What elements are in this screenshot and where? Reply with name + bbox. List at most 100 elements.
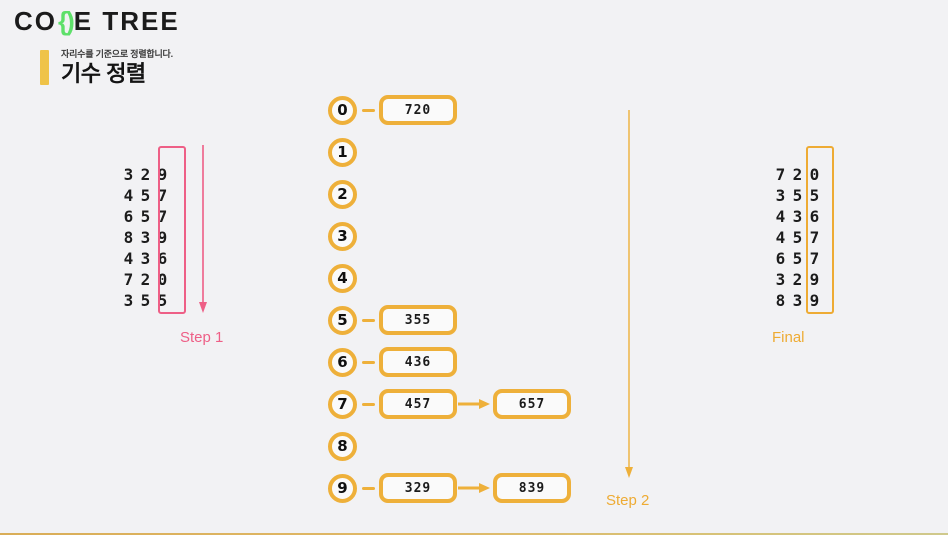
bucket-row-7[interactable]: 7 457 657 [328, 389, 571, 419]
digit: 3 [775, 270, 786, 289]
page-title: 기수 정렬 [61, 61, 146, 86]
step2-arrow [625, 110, 633, 478]
digit: 3 [123, 165, 134, 184]
digit-highlighted: 6 [157, 249, 168, 268]
digit: 4 [775, 228, 786, 247]
digit-highlighted: 0 [157, 270, 168, 289]
input-highlight-box [158, 146, 186, 314]
page-title-block: 자리수를 기준으로 정렬합니다. 기수 정렬 [40, 50, 173, 85]
bucket-chain-arrow-icon [457, 389, 493, 419]
digit: 7 [123, 270, 134, 289]
digit-highlighted: 9 [157, 165, 168, 184]
bucket-index-7[interactable]: 7 [328, 389, 357, 419]
digit-highlighted: 7 [157, 186, 168, 205]
digit-highlighted: 5 [157, 291, 168, 310]
digit: 3 [140, 228, 151, 247]
digit: 5 [792, 228, 803, 247]
page-subtitle: 자리수를 기준으로 정렬합니다. [61, 49, 173, 59]
brace-icon: {) [58, 6, 75, 36]
bucket-index-1[interactable]: 1 [328, 137, 357, 167]
bucket-row-6[interactable]: 6 436 [328, 347, 457, 377]
bucket-value-box[interactable]: 657 [493, 389, 571, 419]
bucket-index-3[interactable]: 3 [328, 221, 357, 251]
step1-arrow [199, 145, 207, 313]
bucket-row-8[interactable]: 8 [328, 431, 357, 461]
digit: 7 [775, 165, 786, 184]
digit: 5 [140, 291, 151, 310]
bucket-index-4[interactable]: 4 [328, 263, 357, 293]
bucket-row-5[interactable]: 5 355 [328, 305, 457, 335]
bucket-index-5[interactable]: 5 [328, 305, 357, 335]
digit-highlighted: 0 [809, 165, 820, 184]
bucket-value-box[interactable]: 355 [379, 305, 457, 335]
bucket-row-4[interactable]: 4 [328, 263, 357, 293]
bucket-index-2[interactable]: 2 [328, 179, 357, 209]
brand-logo: CO{)E TREE [14, 6, 180, 37]
digit: 6 [775, 249, 786, 268]
digit: 2 [140, 165, 151, 184]
digit-highlighted: 9 [809, 291, 820, 310]
bucket-connector-dash [362, 108, 375, 112]
digit: 4 [123, 186, 134, 205]
final-highlight-box [806, 146, 834, 314]
bucket-row-3[interactable]: 3 [328, 221, 357, 251]
bucket-connector-dash [362, 486, 375, 490]
digit: 5 [140, 207, 151, 226]
bucket-row-0[interactable]: 0 720 [328, 95, 457, 125]
bucket-value-box[interactable]: 457 [379, 389, 457, 419]
bucket-value-box[interactable]: 720 [379, 95, 457, 125]
step1-label: Step 1 [180, 329, 224, 346]
bucket-index-9[interactable]: 9 [328, 473, 357, 503]
bucket-index-6[interactable]: 6 [328, 347, 357, 377]
digit: 3 [792, 207, 803, 226]
digit-highlighted: 7 [809, 228, 820, 247]
digit: 6 [123, 207, 134, 226]
bucket-value-box[interactable]: 839 [493, 473, 571, 503]
digit-highlighted: 9 [809, 270, 820, 289]
digit-highlighted: 7 [809, 249, 820, 268]
digit: 5 [140, 186, 151, 205]
bucket-value-box[interactable]: 436 [379, 347, 457, 377]
bucket-value-box[interactable]: 329 [379, 473, 457, 503]
digit: 2 [792, 270, 803, 289]
digit-highlighted: 9 [157, 228, 168, 247]
digit: 3 [792, 291, 803, 310]
brand-logo-part1: CO [14, 6, 57, 36]
bucket-connector-dash [362, 360, 375, 364]
digit: 2 [792, 165, 803, 184]
bucket-connector-dash [362, 318, 375, 322]
digit: 2 [140, 270, 151, 289]
digit: 5 [792, 249, 803, 268]
brand-logo-part2: E TREE [73, 6, 180, 36]
digit-highlighted: 7 [157, 207, 168, 226]
step2-label: Step 2 [606, 492, 650, 509]
bucket-index-8[interactable]: 8 [328, 431, 357, 461]
digit-highlighted: 6 [809, 207, 820, 226]
bucket-index-0[interactable]: 0 [328, 95, 357, 125]
digit: 8 [123, 228, 134, 247]
bucket-row-2[interactable]: 2 [328, 179, 357, 209]
digit: 5 [792, 186, 803, 205]
bucket-row-9[interactable]: 9 329 839 [328, 473, 571, 503]
bucket-connector-dash [362, 402, 375, 406]
digit: 4 [775, 207, 786, 226]
bucket-row-1[interactable]: 1 [328, 137, 357, 167]
digit: 3 [775, 186, 786, 205]
digit-highlighted: 5 [809, 186, 820, 205]
title-accent-bar [40, 50, 49, 86]
